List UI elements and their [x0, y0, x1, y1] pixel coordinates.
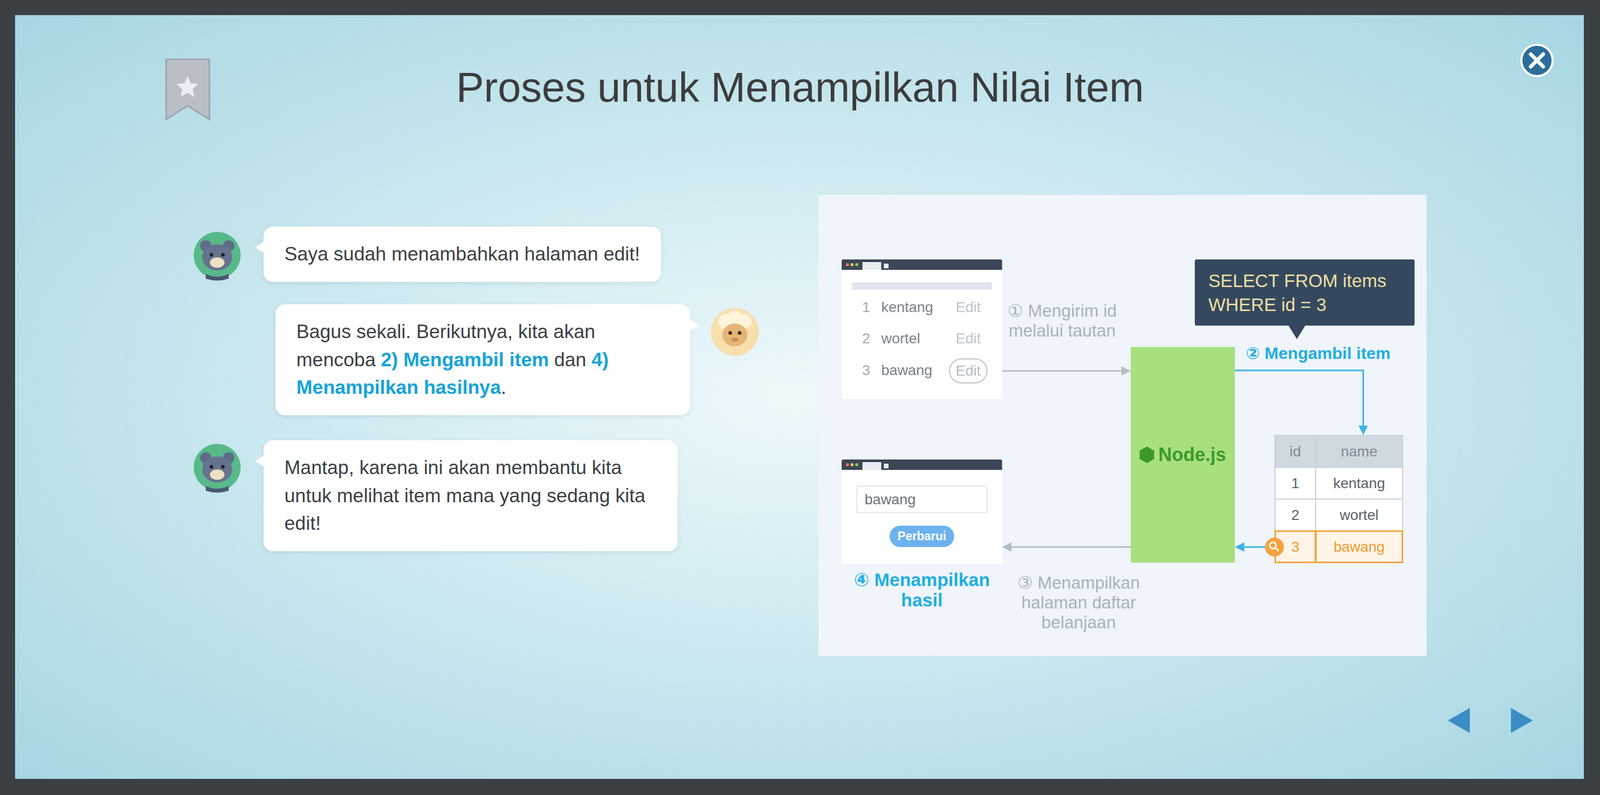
table-cell: id — [1274, 434, 1317, 468]
window-tab — [883, 463, 889, 469]
window-heading: ④ Menampilkan hasil — [831, 569, 1013, 610]
bookmark-icon — [166, 59, 210, 120]
node-label: Node.js — [1139, 443, 1227, 466]
sheep-avatar — [710, 307, 759, 356]
search-handle — [1275, 547, 1279, 551]
next-arrow — [1510, 707, 1533, 733]
connector — [1234, 370, 1364, 426]
edge-label: ② Mengambil item — [1245, 343, 1426, 364]
table-cell: 1 — [1274, 466, 1317, 500]
prev-arrow — [1447, 707, 1470, 733]
cat-avatar — [193, 231, 241, 281]
arrow-head — [1121, 366, 1131, 376]
highlight-text: 2) Mengambil item — [380, 348, 549, 371]
bubble-text: Bagus sekali. Berikutnya, kita akan menc… — [296, 317, 670, 402]
avatar-head — [202, 244, 233, 271]
table-cell: 2 — [856, 322, 877, 355]
speech-text: Saya sudah menambahkan halaman edit! — [284, 243, 641, 265]
avatar-collar — [205, 273, 229, 281]
table-cell: Edit — [948, 291, 988, 323]
table-cell: bawang — [1315, 530, 1404, 564]
edge-label: ③ Menampilkan halaman daftar belanjaan — [1010, 572, 1147, 633]
window-dot — [850, 463, 854, 467]
table-cell: wortel — [881, 322, 949, 355]
bubble-text: Saya sudah menambahkan halaman edit! — [284, 240, 641, 269]
table-cell: Edit — [948, 322, 988, 355]
database-table: idname1kentang2wortel3bawang — [1274, 434, 1404, 564]
search-lens — [1269, 542, 1277, 549]
table-cell: kentang — [881, 291, 949, 323]
avatar-bg — [710, 307, 759, 356]
bubble-text: Mantap, karena ini akan membantu kita un… — [284, 453, 657, 538]
window-tab — [862, 261, 882, 270]
sql-callout: SELECT FROM items WHERE id = 3 — [1194, 259, 1415, 326]
table-cell: 3 — [856, 354, 877, 386]
edge-label: ① Mengirim id melalui tautan — [1006, 301, 1119, 341]
avatar-eye — [221, 253, 225, 257]
window-tab — [862, 461, 882, 470]
node-label: SELECT FROM items WHERE id = 3 — [1208, 268, 1402, 317]
avatar-bg — [193, 443, 241, 491]
avatar-bg — [193, 231, 241, 279]
diagram-panel — [818, 194, 1427, 656]
avatar-face — [722, 323, 748, 347]
avatar-collar — [205, 485, 229, 493]
window-tab — [883, 263, 889, 269]
slide-title: Proses untuk Menampilkan Nilai Item — [0, 63, 1600, 112]
browser-window: 1kentangEdit2wortelEdit3bawangEdit — [841, 259, 1003, 399]
table-cell: bawang — [881, 354, 949, 386]
submit-button: Perbarui — [889, 525, 955, 547]
connector — [1244, 546, 1275, 548]
server-box: Node.js — [1130, 346, 1235, 563]
connector — [1011, 546, 1131, 548]
node-label: bawang — [864, 491, 916, 508]
table-cell: kentang — [1315, 466, 1404, 500]
avatar-nose — [731, 337, 739, 342]
window-dot — [855, 463, 859, 467]
table-cell: name — [1315, 434, 1404, 468]
window-dot — [855, 263, 859, 267]
window-dot — [845, 263, 849, 267]
browser-window: ④ Menampilkan hasilbawangPerbarui — [841, 459, 1003, 564]
speech-text: . — [501, 376, 507, 398]
close-button — [1521, 44, 1553, 77]
window-dot — [845, 463, 849, 467]
avatar-head — [202, 456, 233, 483]
avatar-eye — [209, 253, 214, 257]
node-label: Edit — [955, 362, 981, 380]
node-label: Perbarui — [897, 529, 946, 544]
avatar-eye — [221, 465, 225, 469]
avatar-muzzle — [209, 469, 225, 480]
speech-bubble: Saya sudah menambahkan halaman edit! — [263, 226, 661, 282]
close-cross — [1530, 54, 1544, 67]
arrow-head — [1234, 542, 1245, 552]
cat-avatar — [193, 443, 241, 493]
table-cell: wortel — [1315, 498, 1404, 532]
avatar-eye — [738, 331, 742, 335]
arrow-head — [1358, 425, 1368, 435]
search-icon — [1265, 537, 1284, 557]
window-dot — [850, 263, 854, 267]
avatar-eye — [209, 465, 214, 469]
avatar-muzzle — [209, 257, 225, 268]
speech-bubble: Mantap, karena ini akan membantu kita un… — [263, 440, 678, 552]
edit-button: Edit — [948, 358, 988, 384]
speech-bubble: Bagus sekali. Berikutnya, kita akan menc… — [275, 304, 691, 416]
connector — [987, 370, 1122, 372]
table-cell: 1 — [856, 291, 877, 323]
speech-text: Mantap, karena ini akan membantu kita un… — [284, 456, 646, 534]
avatar-eye — [728, 331, 733, 335]
speech-text: dan — [554, 348, 587, 371]
table-cell: 3 — [1274, 530, 1317, 564]
text-input: bawang — [856, 485, 988, 514]
bookmark-star — [176, 76, 199, 97]
arrow-head — [1002, 542, 1012, 552]
table-cell: 2 — [1274, 498, 1317, 532]
